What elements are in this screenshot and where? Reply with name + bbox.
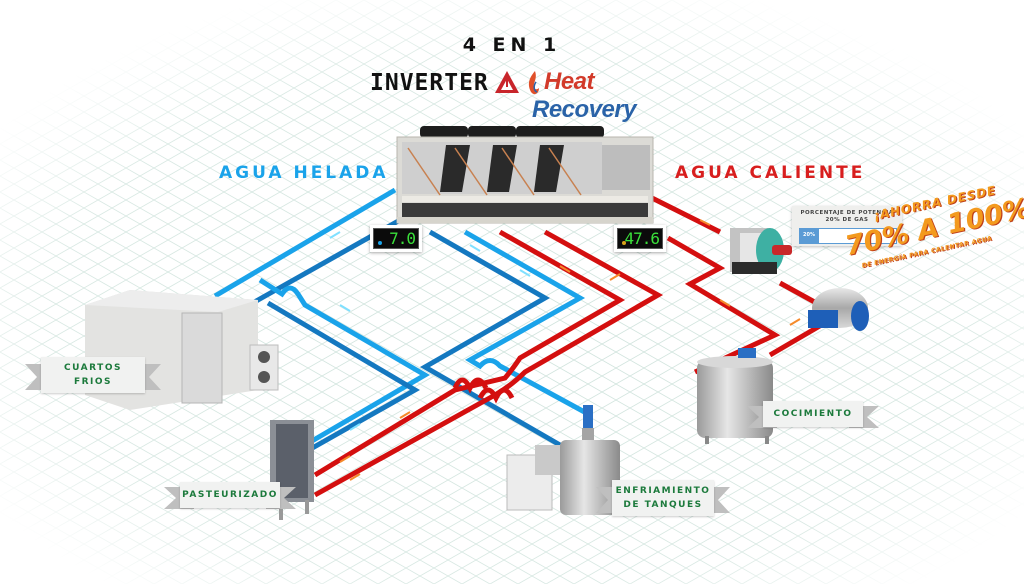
hot-crossover [477,387,515,404]
cold-temperature-value: 7.0 [389,229,416,248]
station-label-cocimiento: COCIMIENTO [747,401,879,428]
brand-logos: INVERTER Heat Recovery [370,68,700,123]
hot-pipe [778,280,822,308]
chiller-heat-pump-unit [396,126,654,224]
station-label-cuartos-frios: CUARTOS FRIOS [25,357,161,393]
cold-pipe [213,187,397,299]
plate-heat-exchanger [270,420,314,520]
hot-water-tank [808,288,869,331]
hot-water-label: AGUA CALIENTE [675,163,866,183]
hot-temperature-value: 47.6 [624,229,660,248]
inverter-triangle-icon [495,71,519,93]
hot-pipe [650,195,722,235]
hot-water-pipes [313,195,832,498]
cold-pipe [419,229,562,448]
hot-pipe [666,235,781,375]
gas-card-subtitle: 20% DE GAS [825,217,869,223]
flame-icon [528,71,539,95]
cold-water-pipes [213,187,592,458]
hot-crossover [452,377,489,394]
gas-power-bar: 20% [799,228,897,244]
hot-temperature-display: 47.6 [614,225,666,252]
hot-flow-markers [339,219,801,481]
inverter-logo: INVERTER [370,70,489,96]
station-label-enfriamiento: ENFRIAMIENTO DE TANQUES [596,480,730,516]
gas-boiler [730,228,792,274]
station-label-pasteurizado: PASTEURIZADO [164,482,296,509]
cold-temperature-display: 7.0 [370,225,422,252]
sun-indicator-icon [622,241,626,245]
cold-pipe [463,229,592,418]
hot-pipe [313,229,626,478]
cold-flow-markers [329,231,531,431]
cooking-tank [697,348,773,444]
cooling-tank [506,405,620,515]
heat-recovery-logo: Heat Recovery [532,68,637,123]
snowflake-indicator-icon [378,241,382,245]
gas-power-bar-fill [800,229,820,243]
gas-card-title: PORCENTAJE DE POTENCIA [800,210,894,216]
diagram-title: 4 EN 1 [462,34,562,56]
gas-power-bar-label: 20% [803,232,815,238]
cold-pipe [258,277,430,451]
cold-pipe [266,300,420,458]
cold-water-label: AGUA HELADA [219,163,389,183]
